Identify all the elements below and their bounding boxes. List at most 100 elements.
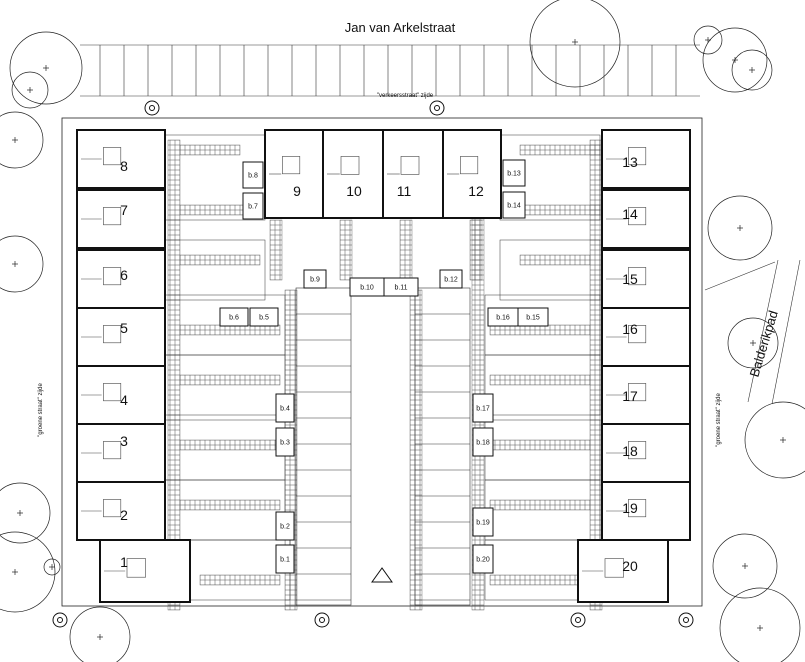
street-light-icon <box>429 100 445 116</box>
shed-label: b.8 <box>248 173 258 180</box>
green-street-note-west: "groene straat" zijde <box>38 383 44 437</box>
house-unit: 3 <box>76 423 166 483</box>
house-unit: 16 <box>601 307 691 367</box>
tree-icon <box>69 606 131 662</box>
street-light-icon <box>314 612 330 628</box>
shed: b.7 <box>242 192 264 220</box>
north-triangle-icon <box>371 567 393 583</box>
tree-icon <box>712 533 778 599</box>
shed: b.11 <box>383 277 419 297</box>
tree-icon <box>707 195 773 261</box>
unit-number: 12 <box>468 183 484 199</box>
unit-number: 8 <box>120 158 128 174</box>
shed: b.8 <box>242 161 264 189</box>
shed: b.12 <box>439 269 463 289</box>
street-light-icon <box>570 612 586 628</box>
tree-icon <box>719 587 801 662</box>
shed-label: b.1 <box>280 557 290 564</box>
street-light-icon <box>144 100 160 116</box>
shed: b.19 <box>472 507 494 537</box>
house-unit: 9 <box>264 129 324 219</box>
unit-number: 10 <box>346 183 362 199</box>
tree-icon <box>731 49 773 91</box>
shed: b.16 <box>487 307 519 327</box>
tree-icon <box>693 25 723 55</box>
street-light-icon <box>678 612 694 628</box>
shed-label: b.11 <box>394 285 407 292</box>
tree-icon <box>0 235 44 293</box>
house-unit: 17 <box>601 365 691 425</box>
house-unit: 1 <box>99 539 191 603</box>
shed-label: b.10 <box>360 285 374 292</box>
shed: b.15 <box>517 307 549 327</box>
shed: b.18 <box>472 427 494 457</box>
unit-number: 9 <box>293 183 301 199</box>
shed: b.4 <box>275 393 295 423</box>
parking-strip-north <box>80 44 700 97</box>
shed: b.6 <box>219 307 249 327</box>
unit-number: 13 <box>622 154 638 170</box>
shed-label: b.18 <box>476 440 490 447</box>
shed: b.20 <box>472 544 494 574</box>
house-unit: 5 <box>76 307 166 367</box>
traffic-side-note: "verkeersstraat" zijde <box>377 93 434 99</box>
unit-number: 3 <box>120 433 128 449</box>
house-unit: 13 <box>601 129 691 189</box>
shed: b.17 <box>472 393 494 423</box>
tree-icon <box>727 317 779 369</box>
shed-label: b.17 <box>476 406 490 413</box>
east-road-edge-1 <box>747 259 779 403</box>
unit-number: 11 <box>397 183 412 199</box>
house-unit: 2 <box>76 481 166 541</box>
tree-icon <box>0 482 51 544</box>
house-unit: 20 <box>577 539 669 603</box>
shed-label: b.16 <box>496 315 510 322</box>
unit-number: 16 <box>622 321 638 337</box>
unit-number: 15 <box>622 271 638 287</box>
street-name-north: Jan van Arkelstraat <box>345 20 456 35</box>
shed-label: b.19 <box>476 520 490 527</box>
house-unit: 15 <box>601 249 691 309</box>
unit-number: 14 <box>622 206 638 222</box>
unit-number: 7 <box>120 202 128 218</box>
unit-number: 5 <box>120 320 128 336</box>
shed: b.1 <box>275 544 295 574</box>
tree-icon <box>529 0 621 88</box>
tree-icon <box>9 31 83 105</box>
site-boundary <box>61 117 703 607</box>
house-unit: 10 <box>322 129 384 219</box>
house-unit: 19 <box>601 481 691 541</box>
house-unit: 8 <box>76 129 166 189</box>
street-light-icon <box>52 612 68 628</box>
shed: b.14 <box>502 191 526 219</box>
shed: b.9 <box>303 269 327 289</box>
unit-number: 4 <box>120 392 128 408</box>
shed-label: b.2 <box>280 524 290 531</box>
shed-label: b.7 <box>248 204 258 211</box>
tree-icon <box>744 401 805 479</box>
shed-label: b.12 <box>444 277 458 284</box>
house-unit: 18 <box>601 423 691 483</box>
house-unit: 11 <box>382 129 444 219</box>
shed: b.5 <box>249 307 279 327</box>
shed: b.13 <box>502 159 526 187</box>
unit-number: 2 <box>120 507 128 523</box>
shed-label: b.13 <box>507 171 521 178</box>
shed: b.2 <box>275 511 295 541</box>
shed: b.10 <box>349 277 385 297</box>
unit-number: 18 <box>622 443 638 459</box>
tree-icon <box>11 71 49 109</box>
shed-label: b.15 <box>526 315 540 322</box>
tree-icon <box>43 558 61 576</box>
unit-number: 19 <box>622 500 638 516</box>
east-road-edge-2 <box>771 259 801 405</box>
unit-number: 1 <box>120 554 128 570</box>
unit-number: 6 <box>120 267 128 283</box>
parking-bays <box>295 287 471 606</box>
house-unit: 12 <box>442 129 502 219</box>
unit-number: 17 <box>622 388 638 404</box>
green-street-note-east: "groene straat" zijde <box>716 393 722 447</box>
